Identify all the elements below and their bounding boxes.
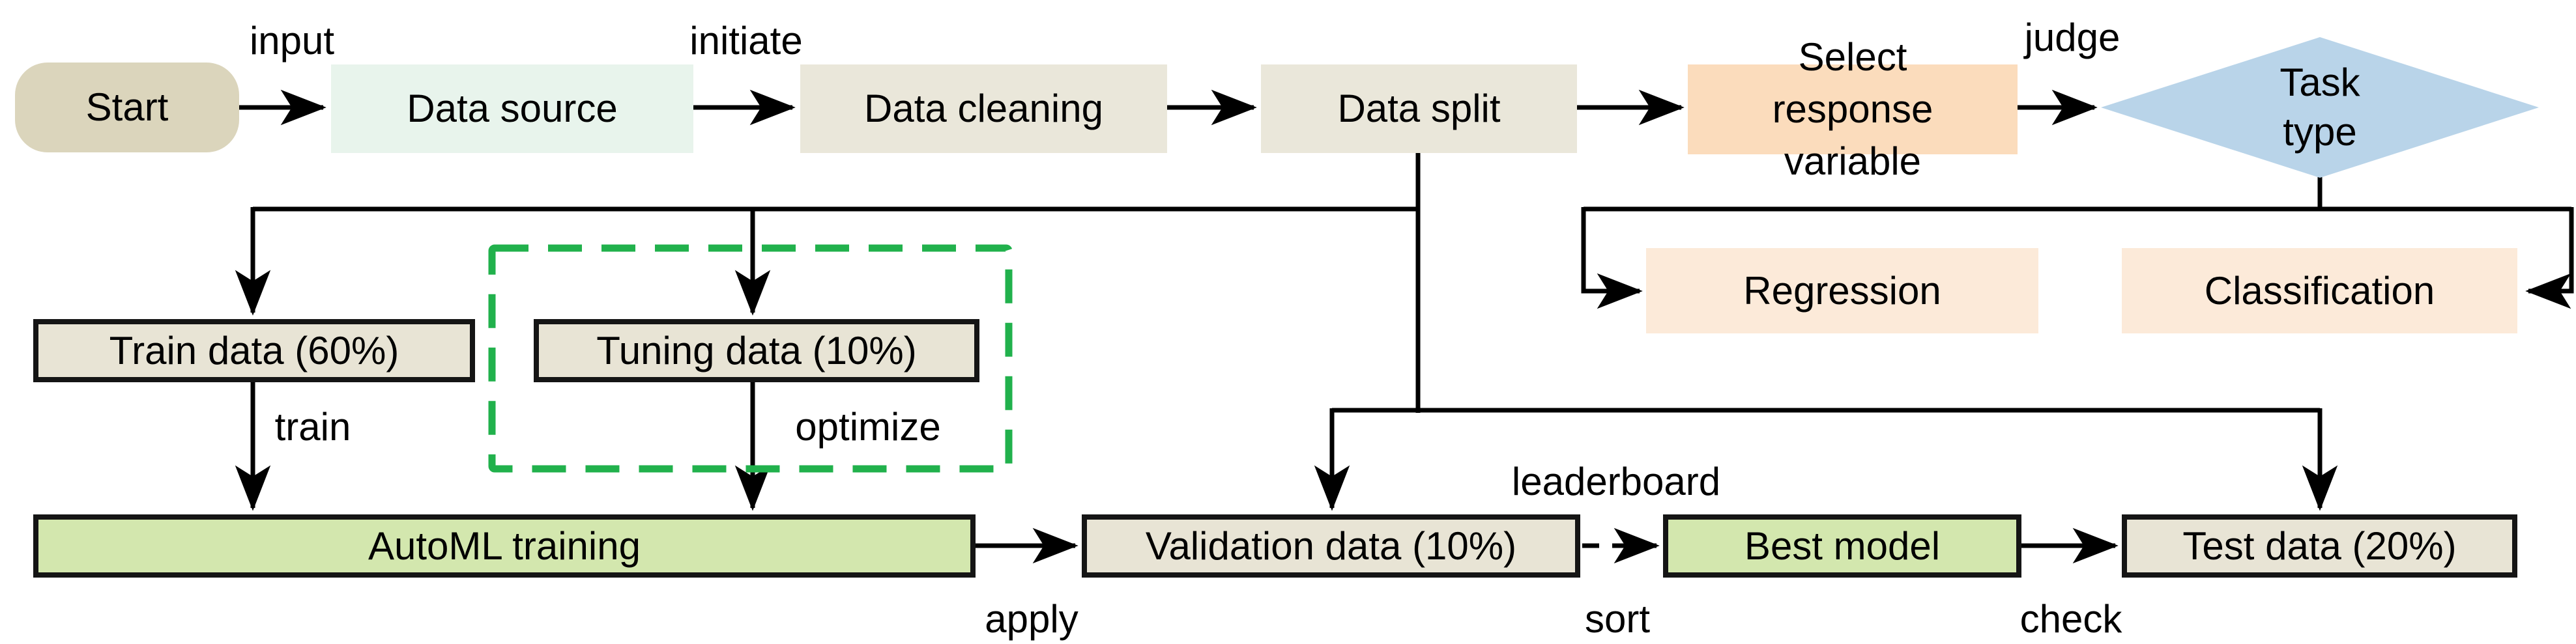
node-tuning-data: Tuning data (10%) <box>534 319 979 382</box>
node-train-data: Train data (60%) <box>33 319 475 382</box>
node-start: Start <box>15 63 239 152</box>
edge-label-sort: sort <box>1584 597 1651 641</box>
tuning-highlight-box <box>488 244 1013 473</box>
edge-label-check: check <box>2019 597 2122 641</box>
node-data-source: Data source <box>331 64 693 153</box>
edge-label-judge: judge <box>2024 16 2120 59</box>
node-automl-training: AutoML training <box>33 514 976 578</box>
edge-into-classification <box>2525 207 2574 309</box>
task-type-diamond <box>2101 37 2539 178</box>
node-task-type-label: Task type <box>2279 61 2360 154</box>
node-data-cleaning: Data cleaning <box>800 64 1167 153</box>
edge-label-apply: apply <box>985 597 1078 641</box>
node-select-response-variable: Select response variable <box>1688 35 2018 183</box>
node-test-data: Test data (20%) <box>2122 514 2517 578</box>
node-classification: Classification <box>2122 248 2517 333</box>
node-regression: Regression <box>1646 248 2038 333</box>
edge-label-optimize: optimize <box>795 405 941 449</box>
edge-label-train: train <box>274 405 351 449</box>
node-data-split: Data split <box>1261 64 1577 153</box>
edge-label-leaderboard: leaderboard <box>1511 460 1721 503</box>
node-validation-data: Validation data (10%) <box>1082 514 1580 578</box>
edge-into-regression <box>1581 207 1643 309</box>
edge-label-input: input <box>249 19 335 63</box>
node-best-model: Best model <box>1663 514 2021 578</box>
edge-label-initiate: initiate <box>689 19 803 63</box>
